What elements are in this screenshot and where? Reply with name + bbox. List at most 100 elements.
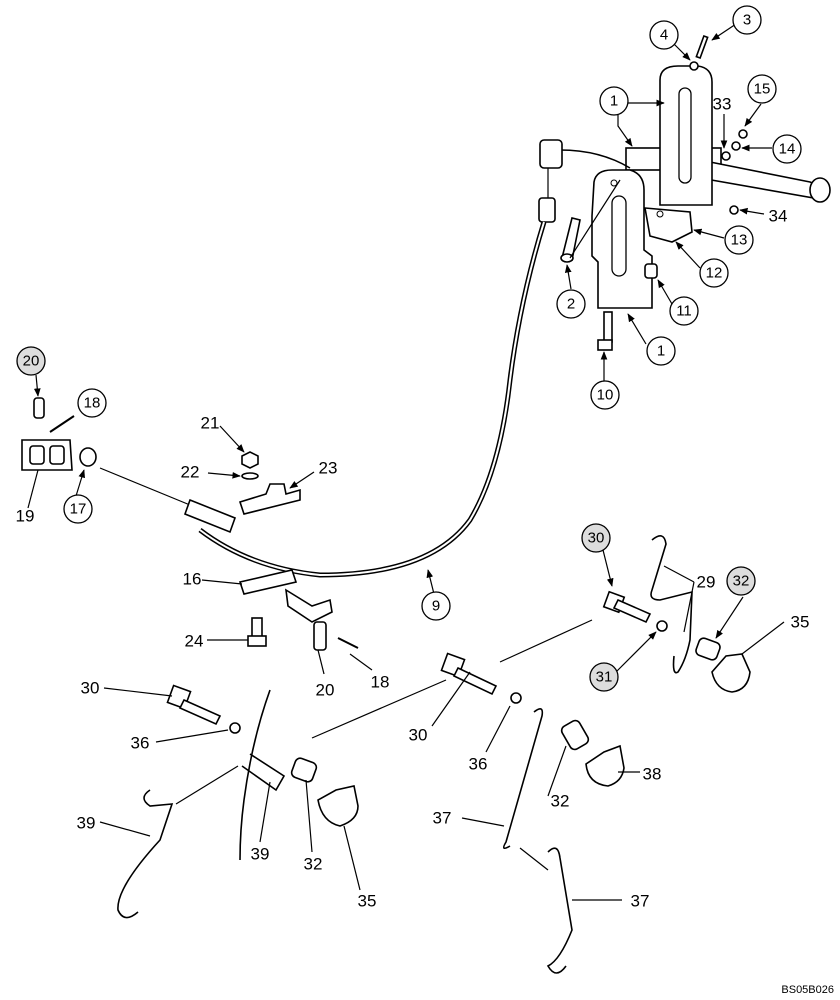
svg-text:1: 1	[610, 93, 618, 110]
control-cable	[198, 139, 631, 578]
washer-34	[729, 205, 739, 215]
clip-35-right	[711, 653, 751, 693]
leader-lines	[27, 23, 785, 901]
guide-line	[175, 765, 239, 805]
bushing-17	[79, 447, 97, 467]
callout-14: 14	[772, 134, 802, 164]
callout-20: 20	[16, 346, 46, 376]
label-35-left: 35	[358, 892, 377, 911]
svg-text:17: 17	[70, 501, 87, 518]
svg-text:2: 2	[567, 296, 575, 313]
callout-13: 13	[724, 225, 754, 255]
label-24: 24	[185, 632, 204, 651]
lower-bracket-plate	[591, 169, 653, 309]
guide-line	[499, 619, 593, 663]
spring-37-lower	[546, 847, 573, 974]
callout-2: 2	[556, 289, 586, 319]
label-38: 38	[643, 765, 662, 784]
callout-30: 30	[581, 523, 611, 553]
washer-33	[721, 151, 731, 161]
callout-11: 11	[669, 296, 699, 326]
clip-plate	[644, 207, 693, 243]
svg-text:10: 10	[597, 387, 614, 404]
label-29: 29	[697, 573, 716, 592]
cable-sleeve	[99, 467, 237, 534]
guide-line	[519, 847, 549, 871]
washer-22	[241, 472, 259, 480]
label-33: 33	[713, 95, 732, 114]
spacer-32-right	[695, 637, 721, 661]
label-32-middle: 32	[551, 792, 570, 811]
lockwasher-31	[656, 620, 668, 632]
callout-1-upper: 1	[599, 86, 629, 116]
label-37-upper: 37	[433, 809, 452, 828]
spring-39-lower	[117, 789, 174, 919]
label-32-left: 32	[304, 855, 323, 874]
spring-29	[650, 535, 693, 674]
washer-36-left	[229, 722, 241, 734]
spacer-32-middle	[560, 719, 590, 751]
svg-text:15: 15	[754, 81, 771, 98]
callout-15: 15	[747, 74, 777, 104]
washer-4	[689, 61, 699, 71]
pin-20-lower	[313, 621, 327, 651]
pin-2	[560, 217, 581, 263]
callout-4: 4	[649, 20, 679, 50]
svg-text:13: 13	[731, 232, 748, 249]
label-37-lower: 37	[631, 892, 650, 911]
cotter-pin-18-lower	[337, 637, 359, 649]
callout-9: 9	[421, 591, 451, 621]
svg-text:9: 9	[432, 598, 440, 615]
callout-17: 17	[63, 494, 93, 524]
label-22: 22	[181, 463, 200, 482]
label-21: 21	[201, 414, 220, 433]
washer-36-middle	[510, 692, 522, 704]
spacer-32-left	[290, 757, 318, 783]
label-39-center: 39	[251, 845, 270, 864]
svg-text:12: 12	[706, 265, 723, 282]
callout-12: 12	[699, 258, 729, 288]
label-39-left: 39	[77, 814, 96, 833]
label-16: 16	[183, 570, 202, 589]
clip-35-left	[317, 785, 359, 827]
plain-labels: 33 19 21 22 23 16 24 20 18 29 35 30 36 3…	[16, 95, 810, 911]
nut-21	[241, 451, 259, 469]
svg-text:18: 18	[84, 395, 101, 412]
svg-text:1: 1	[657, 343, 665, 360]
spacer-11	[644, 263, 658, 279]
callout-32: 32	[726, 566, 756, 596]
reference-code: BS05B026	[781, 984, 834, 996]
pin-3	[695, 34, 709, 60]
washer-14	[731, 141, 741, 151]
label-19: 19	[16, 507, 35, 526]
frame-line	[239, 689, 271, 861]
callout-3: 3	[732, 5, 762, 35]
bolt-24	[247, 617, 267, 647]
label-18: 18	[371, 673, 390, 692]
label-35-right: 35	[791, 613, 810, 632]
callout-18: 18	[77, 388, 107, 418]
washer-15	[738, 129, 748, 139]
bracket-16	[238, 569, 333, 623]
label-36-middle: 36	[469, 755, 488, 774]
clip-38	[585, 744, 625, 787]
label-30-middle: 30	[409, 726, 428, 745]
spring-39-upper	[241, 753, 286, 792]
clevis-pin-20	[33, 397, 45, 419]
bolt-10	[597, 311, 613, 351]
bolt-30-left	[166, 684, 222, 726]
spring-37-upper	[502, 708, 544, 850]
svg-text:4: 4	[660, 27, 668, 44]
label-20: 20	[316, 681, 335, 700]
svg-text:20: 20	[23, 353, 40, 370]
callout-34: 34	[769, 207, 788, 226]
guide-line	[311, 679, 447, 739]
label-30-left: 30	[81, 679, 100, 698]
svg-text:34: 34	[769, 207, 788, 226]
clevis-19	[21, 439, 73, 471]
svg-text:32: 32	[733, 573, 750, 590]
label-23: 23	[319, 459, 338, 478]
label-36-left: 36	[131, 734, 150, 753]
svg-text:3: 3	[743, 12, 751, 29]
